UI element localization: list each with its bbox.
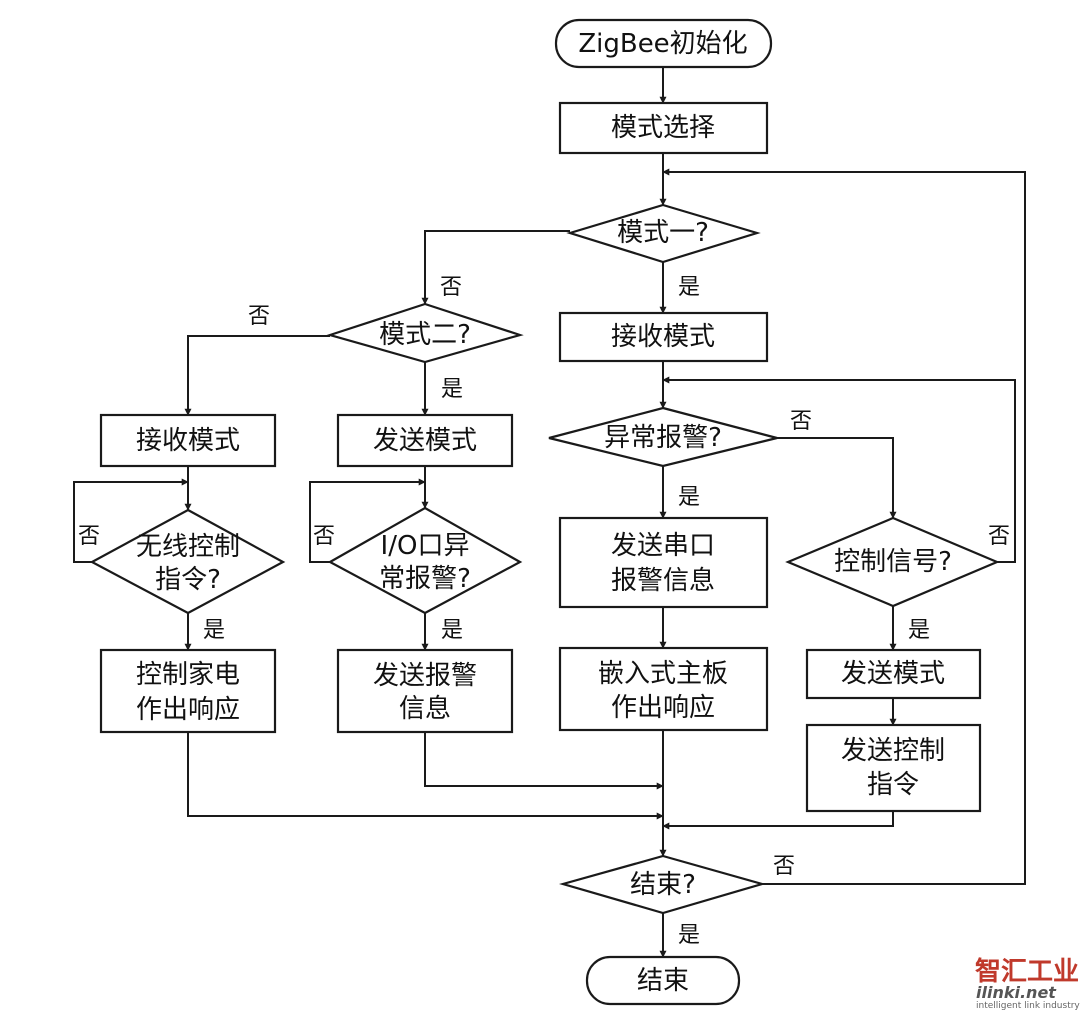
node-mode2-label: 模式二? (379, 320, 471, 350)
edges (73, 67, 1026, 958)
edge-control-appliance-merge (187, 732, 664, 820)
edge-control-cmd-merge (662, 811, 894, 830)
node-embedded-board-line1: 嵌入式主板 (598, 659, 728, 689)
edge-mode1-no (421, 230, 570, 305)
node-io-alarm-decision: I/O口异 常报警? (327, 506, 523, 615)
edge-labels: 否 是 否 是 否 是 否 否 否 是 是 是 否 是 (78, 275, 1010, 948)
node-send-serial-alarm: 发送串口 报警信息 (558, 516, 769, 609)
node-receive-mode-left: 接收模式 (99, 413, 277, 468)
node-send-control-cmd-line2: 指令 (867, 770, 919, 800)
node-io-alarm-label-line2: 常报警? (379, 564, 471, 594)
edge-send-alarm-merge (424, 732, 664, 790)
edge-alarm-no (777, 437, 897, 519)
node-alarm-decision: 异常报警? (548, 406, 778, 468)
label-control-yes: 是 (908, 618, 930, 643)
node-end-q-label: 结束? (630, 870, 696, 900)
node-receive-mode-left-label: 接收模式 (136, 426, 240, 456)
node-end-decision: 结束? (558, 854, 766, 915)
edge-io-no-loop (309, 478, 426, 563)
watermark-logo: 智汇工业 ilinki.net intelligent link industr… (975, 957, 1080, 1011)
label-wireless-no: 否 (78, 524, 100, 549)
node-send-mode-right-label: 发送模式 (841, 659, 945, 689)
label-end-no: 否 (773, 854, 795, 879)
edge-end-no-loop (662, 168, 1026, 885)
label-mode1-yes: 是 (678, 275, 700, 300)
node-send-mode-middle: 发送模式 (336, 413, 514, 468)
node-init: ZigBee初始化 (554, 18, 773, 69)
node-send-control-cmd: 发送控制 指令 (805, 723, 982, 813)
watermark-site: ilinki.net (976, 983, 1057, 1002)
watermark-brand: 智汇工业 (975, 957, 1079, 987)
node-control-signal-label: 控制信号? (834, 547, 952, 577)
node-mode2-decision: 模式二? (326, 302, 524, 364)
node-embedded-board: 嵌入式主板 作出响应 (558, 646, 769, 732)
edge-wireless-no-loop (73, 478, 189, 563)
label-alarm-yes: 是 (678, 485, 700, 510)
node-send-control-cmd-line1: 发送控制 (841, 736, 945, 766)
label-io-yes: 是 (441, 618, 463, 643)
watermark-tagline: intelligent link industry (976, 1001, 1080, 1011)
label-alarm-no: 否 (790, 409, 812, 434)
node-control-appliance-line2: 作出响应 (136, 695, 240, 725)
node-wireless-decision: 无线控制 指令? (89, 508, 286, 615)
node-send-serial-alarm-line2: 报警信息 (611, 566, 715, 596)
node-control-appliance: 控制家电 作出响应 (99, 648, 277, 734)
node-send-mode-middle-label: 发送模式 (373, 426, 477, 456)
label-mode2-yes: 是 (441, 377, 463, 402)
node-wireless-label-line1: 无线控制 (136, 532, 240, 562)
edge-control-no-loop (662, 376, 1016, 563)
node-mode-select: 模式选择 (558, 101, 769, 155)
node-send-alarm-info-line2: 信息 (399, 694, 451, 724)
node-send-alarm-info: 发送报警 信息 (336, 648, 514, 734)
node-control-appliance-line1: 控制家电 (136, 660, 240, 690)
label-wireless-yes: 是 (203, 618, 225, 643)
node-mode1-label: 模式一? (617, 218, 709, 248)
node-receive-mode-center-label: 接收模式 (611, 322, 715, 352)
node-mode-select-label: 模式选择 (611, 113, 715, 143)
node-end: 结束 (585, 955, 741, 1006)
node-send-serial-alarm-line1: 发送串口 (611, 531, 715, 561)
node-end-label: 结束 (637, 966, 689, 996)
label-io-no: 否 (313, 524, 335, 549)
node-receive-mode-center: 接收模式 (558, 311, 769, 363)
node-send-alarm-info-line1: 发送报警 (373, 661, 477, 691)
label-mode1-no: 否 (440, 275, 462, 300)
label-end-yes: 是 (678, 923, 700, 948)
edge-mode2-no (184, 335, 330, 416)
node-wireless-label-line2: 指令? (155, 565, 221, 595)
node-embedded-board-line2: 作出响应 (611, 693, 715, 723)
node-control-signal-decision: 控制信号? (785, 516, 1000, 608)
node-mode1-decision: 模式一? (566, 203, 761, 264)
label-mode2-no: 否 (248, 304, 270, 329)
node-init-label: ZigBee初始化 (578, 29, 747, 59)
node-alarm-label: 异常报警? (604, 423, 722, 453)
node-io-alarm-label-line1: I/O口异 (381, 531, 470, 561)
label-control-no: 否 (988, 524, 1010, 549)
node-send-mode-right: 发送模式 (805, 648, 982, 700)
